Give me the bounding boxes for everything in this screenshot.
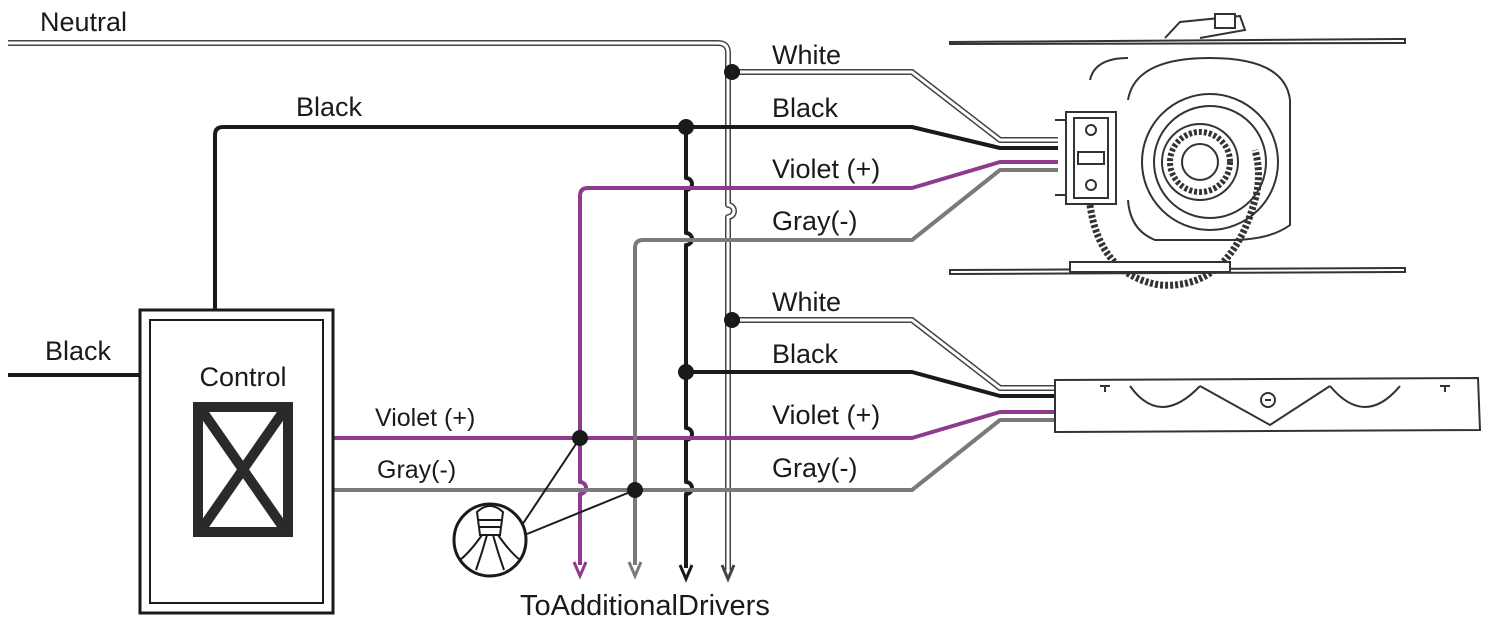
junction-dot [724, 64, 740, 80]
violet-wires [333, 160, 1058, 565]
neutral-wire [8, 40, 737, 565]
wire-nut-icon [459, 505, 521, 571]
fixture2-white-label: White [772, 287, 841, 317]
violet-riser [578, 186, 589, 565]
down-arrows [572, 561, 736, 583]
black-top-label: Black [296, 92, 363, 122]
junctions [572, 64, 740, 498]
black-wire-fixture2 [686, 370, 1058, 398]
black-riser [684, 127, 694, 568]
violet-wire-control [333, 410, 1058, 440]
linear-fixture-icon [1054, 376, 1482, 434]
control-label: Control [199, 362, 286, 392]
fixture2-black-label: Black [772, 339, 839, 369]
white-arrow-icon [720, 564, 736, 583]
fixture1-gray-label: Gray(-) [772, 206, 857, 236]
gray-wire-fixture1 [643, 168, 1058, 242]
footer-label: ToAdditionalDrivers [520, 590, 770, 622]
neutral-wires [8, 40, 1058, 570]
gray-wires [333, 168, 1058, 565]
fixture2-violet-label: Violet (+) [772, 400, 880, 430]
control-symbol-icon [193, 402, 293, 537]
gray-wire-control [333, 418, 1058, 492]
junction-dot [678, 119, 694, 135]
violet-control-label: Violet (+) [375, 404, 475, 432]
gray-control-label: Gray(-) [377, 456, 456, 484]
recessed-downlight-icon [949, 13, 1406, 289]
fixture1-black-label: Black [772, 93, 839, 123]
junction-dot [678, 364, 694, 380]
violet-wire-fixture1 [588, 160, 1058, 190]
black-line-label: Black [45, 336, 112, 366]
neutral-label: Neutral [40, 7, 127, 37]
gray-arrow-icon [627, 561, 643, 580]
black-arrow-icon [678, 564, 694, 583]
gray-riser [633, 238, 644, 565]
control-box: Control [138, 308, 335, 615]
labels: Neutral Black Black Violet (+) Gray(-) W… [40, 7, 880, 622]
junction-dot [724, 312, 740, 328]
violet-arrow-icon [572, 561, 588, 580]
fixture1-violet-label: Violet (+) [772, 154, 880, 184]
fixture2-gray-label: Gray(-) [772, 453, 857, 483]
wire-nut-callout [452, 437, 636, 578]
fixture1-white-label: White [772, 40, 841, 70]
